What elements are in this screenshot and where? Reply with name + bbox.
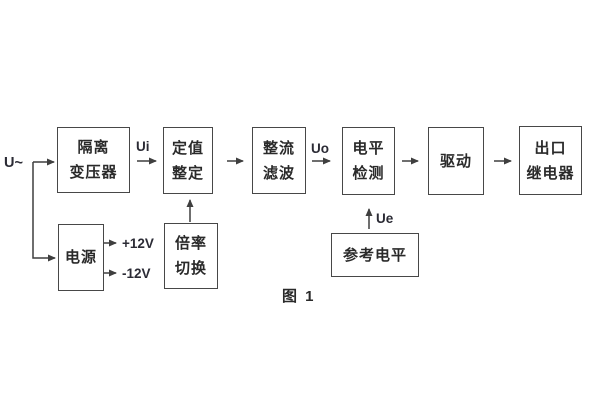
block-isolation-transformer: 隔离 变压器 — [57, 127, 130, 193]
ui-signal-label: Ui — [136, 139, 150, 154]
block-label: 电源 — [64, 249, 97, 266]
block-label: 倍率 — [174, 235, 207, 252]
block-output-relay: 出口 继电器 — [519, 126, 582, 195]
block-ratio-switch: 倍率 切换 — [164, 223, 218, 289]
block-label: 出口 — [534, 139, 567, 157]
block-reference-level: 参考电平 — [331, 233, 419, 277]
block-setting-adjust: 定值 整定 — [163, 127, 213, 194]
block-label: 参考电平 — [342, 246, 407, 264]
block-label: 继电器 — [526, 164, 575, 182]
block-label: 切换 — [174, 260, 207, 277]
input-signal-label: U~ — [4, 155, 23, 171]
figure-caption: 图 1 — [282, 288, 316, 305]
block-label: 变压器 — [69, 164, 118, 181]
block-label: 整流 — [262, 139, 295, 157]
block-label: 检测 — [352, 165, 385, 182]
ue-signal-label: Ue — [376, 211, 394, 226]
plus-12v-label: +12V — [122, 236, 154, 251]
block-label: 隔离 — [77, 139, 110, 156]
block-power-supply: 电源 — [58, 224, 104, 291]
block-label: 电平 — [352, 140, 385, 157]
uo-signal-label: Uo — [311, 141, 329, 156]
block-level-detect: 电平 检测 — [342, 127, 395, 195]
block-label: 驱动 — [439, 152, 472, 170]
block-rectifier-filter: 整流 滤波 — [252, 127, 306, 194]
block-label: 定值 — [171, 139, 204, 157]
minus-12v-label: -12V — [122, 266, 151, 281]
block-driver: 驱动 — [428, 127, 484, 195]
block-label: 整定 — [171, 164, 204, 182]
block-label: 滤波 — [262, 164, 295, 182]
